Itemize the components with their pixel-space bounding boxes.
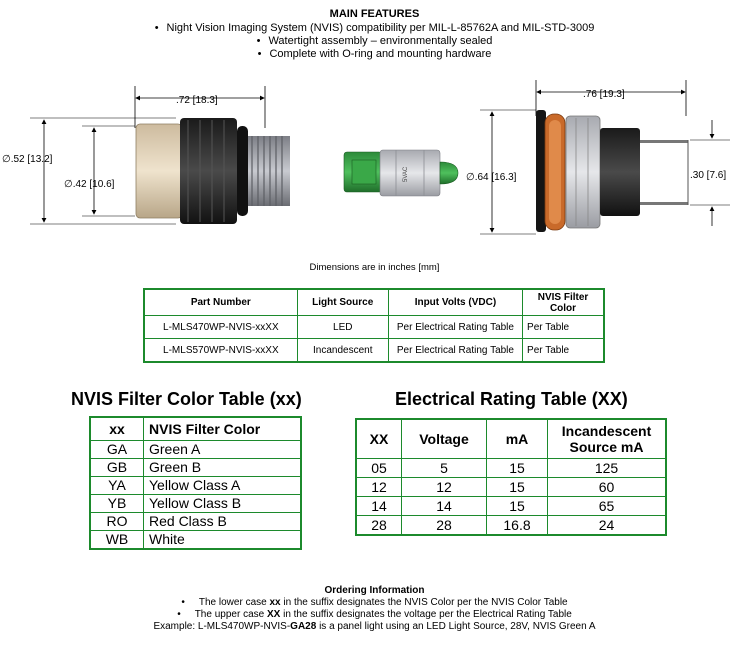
table-cell: 16.8: [486, 515, 548, 536]
technical-drawings: .72 [18.3] ∅.52 [13.2] ∅.42 [10.6] 5VAC: [2, 80, 730, 235]
table-cell: 15: [486, 458, 548, 478]
dim-height-right: .30 [7.6]: [690, 170, 726, 181]
feature-item: Complete with O-ring and mounting hardwa…: [0, 48, 749, 61]
column-header: Light Source: [296, 288, 389, 316]
table-cell: 12: [401, 477, 487, 497]
ordering-note-voltage: The upper case XX in the suffix designat…: [0, 609, 749, 621]
mounted-view-drawing: .76 [19.3] ∅.64 [16.3] .30 [7.6]: [466, 80, 730, 235]
table-row: L-MLS570WP-NVIS-xxXX Incandescent Per El…: [143, 338, 605, 363]
table-cell: RO: [89, 512, 144, 531]
dim-inner-diameter-left: ∅.42 [10.6]: [64, 179, 115, 190]
table-cell: 14: [355, 496, 402, 516]
table-cell: LED: [296, 315, 389, 339]
lamp-marking: 5VAC: [403, 166, 409, 182]
column-header: Incandescent Source mA: [547, 418, 667, 459]
table-cell: Green B: [143, 458, 302, 477]
column-header: Voltage: [401, 418, 487, 459]
table-row: L-MLS470WP-NVIS-xxXX LED Per Electrical …: [143, 315, 605, 339]
table-header-row: Part Number Light Source Input Volts (VD…: [143, 288, 605, 316]
table-cell: Per Table: [522, 338, 605, 363]
column-header: NVIS Filter Color: [143, 416, 302, 441]
features-list: Night Vision Imaging System (NVIS) compa…: [0, 22, 749, 61]
table-cell: Green A: [143, 440, 302, 459]
table-header-row: xx NVIS Filter Color: [89, 416, 302, 441]
table-cell: Per Electrical Rating Table: [387, 315, 524, 339]
table-cell: 05: [355, 458, 402, 478]
column-header: Part Number: [143, 288, 298, 316]
dim-outer-diameter-left: ∅.52 [13.2]: [2, 154, 53, 165]
table-cell: 28: [401, 515, 487, 536]
table-cell: White: [143, 530, 302, 550]
dimensions-note: Dimensions are in inches [mm]: [309, 262, 440, 273]
table-cell: L-MLS470WP-NVIS-xxXX: [143, 315, 298, 339]
dim-overall-length-left: .72 [18.3]: [176, 95, 218, 106]
side-view-drawing: .72 [18.3] ∅.52 [13.2] ∅.42 [10.6]: [2, 86, 290, 225]
feature-item: Watertight assembly – environmentally se…: [0, 35, 749, 48]
table-cell: 24: [547, 515, 667, 536]
lamp-drawing: 5VAC: [343, 149, 459, 197]
table-header-row: XX Voltage mA Incandescent Source mA: [355, 418, 667, 459]
feature-item: Night Vision Imaging System (NVIS) compa…: [0, 22, 749, 35]
dim-overall-length-right: .76 [19.3]: [583, 89, 625, 100]
column-header: xx: [89, 416, 144, 441]
ordering-note-color: The lower case xx in the suffix designat…: [0, 597, 749, 609]
table-cell: L-MLS570WP-NVIS-xxXX: [143, 338, 298, 363]
ordering-title: Ordering Information: [324, 585, 425, 596]
table-cell: GA: [89, 440, 144, 459]
table-cell: 12: [355, 477, 402, 497]
column-header: Input Volts (VDC): [387, 288, 524, 316]
table-cell: 5: [401, 458, 487, 478]
table-cell: Incandescent: [296, 338, 389, 363]
main-features: MAIN FEATURES Night Vision Imaging Syste…: [0, 8, 749, 61]
table-cell: Per Electrical Rating Table: [387, 338, 524, 363]
table-cell: GB: [89, 458, 144, 477]
electrical-table-title: Electrical Rating Table (XX): [395, 389, 628, 409]
table-cell: 60: [547, 477, 667, 497]
table-cell: 15: [486, 477, 548, 497]
table-cell: YA: [89, 476, 144, 495]
table-cell: 15: [486, 496, 548, 516]
table-cell: 28: [355, 515, 402, 536]
table-cell: 125: [547, 458, 667, 478]
table-cell: 14: [401, 496, 487, 516]
table-cell: 65: [547, 496, 667, 516]
nvis-table-title: NVIS Filter Color Table (xx): [71, 389, 302, 409]
table-cell: WB: [89, 530, 144, 550]
table-cell: Per Table: [522, 315, 605, 339]
column-header: mA: [486, 418, 548, 459]
column-header: NVIS Filter Color: [522, 288, 605, 316]
table-cell: YB: [89, 494, 144, 513]
column-header: XX: [355, 418, 402, 459]
part-number-table: Part Number Light Source Input Volts (VD…: [143, 288, 605, 363]
dim-diameter-right: ∅.64 [16.3]: [466, 172, 517, 183]
table-cell: Yellow Class B: [143, 494, 302, 513]
table-cell: Red Class B: [143, 512, 302, 531]
ordering-example: Example: L-MLS470WP-NVIS-GA28 is a panel…: [153, 621, 596, 632]
table-cell: Yellow Class A: [143, 476, 302, 495]
main-features-title: MAIN FEATURES: [329, 8, 420, 20]
ordering-information: Ordering Information The lower case xx i…: [0, 585, 749, 633]
